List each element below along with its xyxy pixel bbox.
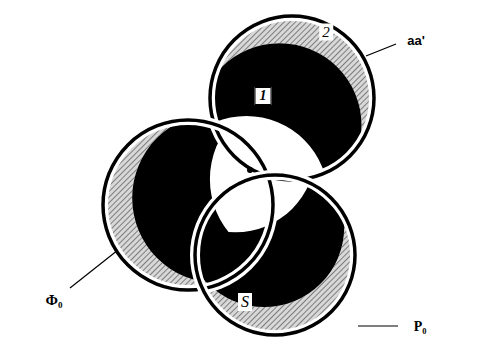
curve-label: P₀: [414, 319, 427, 335]
ring-outline: [195, 175, 355, 335]
region-label: 2: [319, 24, 333, 41]
region-label: 1: [255, 87, 272, 105]
ring-gap: [195, 175, 355, 335]
ring-outline: [210, 16, 374, 180]
leader-line: [358, 325, 398, 326]
rings: [103, 16, 374, 335]
leader-line: [70, 250, 118, 288]
ring-gap: [210, 16, 374, 180]
center-dot: [247, 167, 253, 173]
ring-outline: [103, 120, 273, 290]
shaded-regions: [103, 16, 380, 335]
curve-label: aa': [407, 33, 425, 48]
region-label: S: [238, 293, 252, 311]
curve-label: Φ₀: [46, 292, 63, 309]
ring-gap: [103, 120, 273, 290]
leader-line: [366, 44, 396, 56]
